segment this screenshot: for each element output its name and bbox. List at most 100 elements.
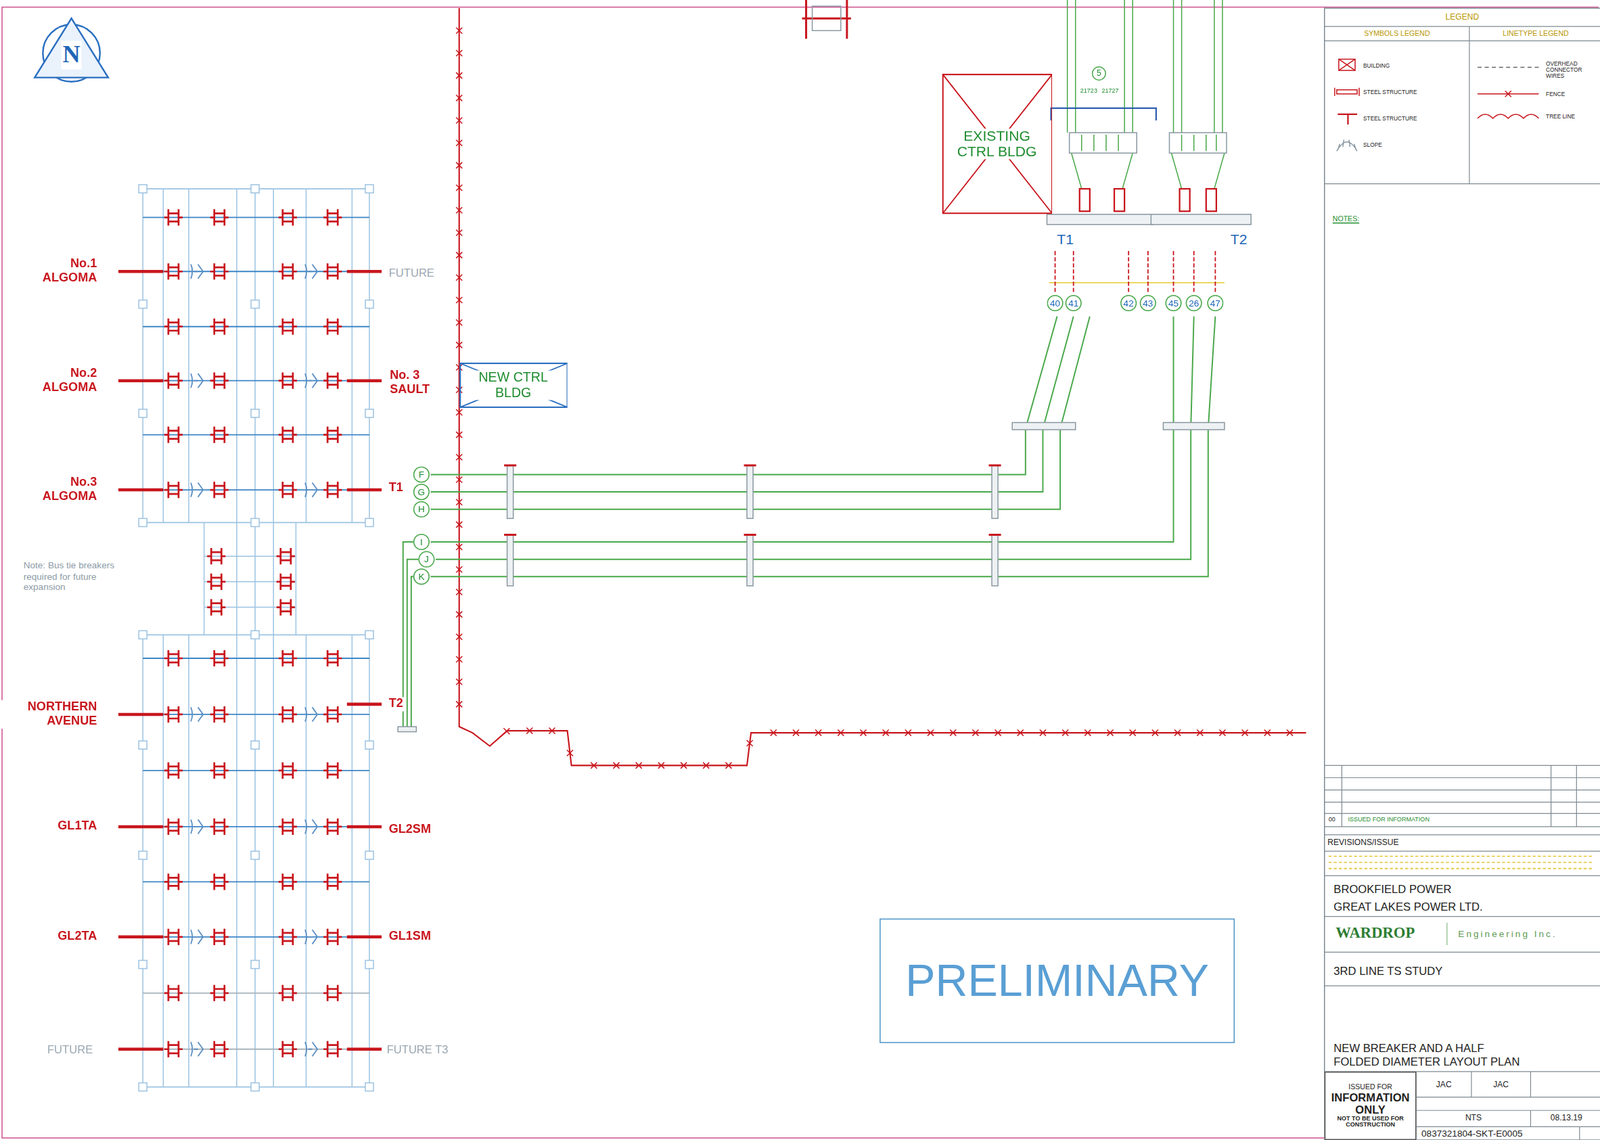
steel-post	[250, 184, 260, 193]
fence-mark	[949, 729, 956, 737]
breaker-symbol	[210, 263, 229, 280]
client-name: BROOKFIELD POWER	[1332, 882, 1453, 896]
legend-entry: OVERHEAD CONNECTOR WIRES	[1545, 59, 1594, 80]
fence-mark	[455, 521, 463, 528]
fence-mark	[815, 729, 822, 737]
fence-mark	[1062, 729, 1069, 737]
table-rule	[1324, 789, 1600, 791]
overhead-conductor	[1071, 152, 1082, 189]
fence-mark	[455, 117, 463, 124]
bus-structure	[254, 634, 256, 1087]
steel-post	[365, 740, 374, 749]
disconnect-switch	[190, 1041, 203, 1057]
table-rule	[1416, 1110, 1600, 1111]
legend-slope	[1336, 140, 1358, 152]
fence-line	[459, 8, 1307, 766]
fence-mark	[455, 184, 463, 191]
breaker-symbol	[323, 481, 342, 498]
disconnect-switch	[305, 819, 318, 834]
fence-mark	[882, 729, 889, 737]
building: NEW CTRL BLDG	[458, 362, 568, 409]
fence-mark	[455, 611, 463, 618]
feeder-name: No. 3 SAULT	[389, 368, 453, 398]
breaker-symbol	[278, 873, 297, 890]
fence-mark	[455, 27, 463, 34]
fence-mark	[1242, 729, 1249, 737]
table-rule	[1341, 765, 1343, 827]
fence-mark	[455, 72, 463, 79]
dimension-line	[1049, 282, 1225, 283]
overhead-conductor	[1123, 0, 1126, 133]
legend-entry: FENCE	[1545, 90, 1567, 98]
fence-mark	[1286, 729, 1293, 737]
steel-post	[365, 851, 374, 860]
breaker-symbol	[164, 928, 183, 946]
fence-mark	[455, 499, 463, 506]
disconnect-switch	[190, 264, 203, 279]
fence-mark	[792, 729, 799, 737]
fence-mark	[455, 453, 463, 461]
phase-letter: G	[418, 487, 426, 497]
revisions-heading: REVISIONS/ISSUE	[1326, 838, 1400, 848]
fence-mark	[455, 341, 463, 348]
table-rule	[1324, 765, 1600, 766]
line-exit	[347, 935, 382, 940]
fence-mark	[455, 566, 463, 573]
building-cross	[459, 363, 567, 408]
breaker-symbol	[210, 873, 229, 890]
table-rule	[1550, 765, 1552, 827]
fence-mark	[1062, 729, 1069, 737]
breaker-symbol	[276, 598, 295, 615]
building-cross	[942, 74, 1052, 214]
fence-mark	[455, 184, 463, 191]
date: 08.13.19	[1549, 1113, 1584, 1124]
fence-mark	[455, 341, 463, 348]
breaker-symbol	[278, 762, 297, 779]
breaker-symbol	[1206, 188, 1217, 212]
breaker-symbol	[323, 650, 342, 667]
steel-post	[250, 851, 260, 860]
line-exit	[347, 378, 382, 383]
callout-circle: 45	[1164, 294, 1182, 312]
fence-mark	[455, 252, 463, 259]
overhead-conductor	[411, 576, 414, 727]
fence-mark	[455, 409, 463, 416]
overhead-conductor	[1214, 152, 1225, 189]
fence-mark	[455, 700, 463, 707]
table-rule	[1324, 40, 1600, 42]
disconnect-switch	[190, 483, 203, 498]
fence-mark	[455, 296, 463, 304]
breaker-symbol	[164, 762, 183, 779]
steel-post	[138, 851, 147, 860]
breaker-symbol	[278, 706, 297, 723]
fence-mark	[455, 50, 463, 57]
breaker-symbol	[1179, 188, 1191, 212]
table-rule	[1324, 813, 1600, 814]
drop-line	[1173, 250, 1175, 292]
fence-mark	[455, 566, 463, 573]
fence-mark	[1264, 729, 1271, 737]
breaker-symbol	[278, 209, 297, 226]
fence-mark	[455, 207, 463, 214]
fence-mark	[455, 162, 463, 169]
bus-conductor	[142, 1048, 370, 1050]
legend-linetype	[1505, 90, 1512, 97]
breaker-symbol	[164, 818, 183, 835]
fence-mark	[566, 750, 574, 757]
breaker-symbol	[164, 318, 183, 335]
overhead-conductor	[430, 316, 1216, 578]
bus-structure	[254, 522, 256, 635]
fence-mark	[455, 229, 463, 236]
line-exit	[118, 378, 164, 383]
issue-text: INFORMATION ONLY	[1327, 1090, 1414, 1115]
bus-structure	[163, 634, 165, 1087]
fence-mark	[455, 678, 463, 685]
bus-conductor	[142, 992, 370, 994]
fence-mark	[548, 727, 555, 735]
initials: JAC	[1492, 1080, 1511, 1090]
transformer-detail	[1215, 134, 1218, 151]
line-exit	[347, 269, 382, 274]
bus-conductor	[142, 489, 370, 491]
overhead-conductor	[1173, 0, 1175, 133]
breaker-symbol	[278, 426, 297, 444]
